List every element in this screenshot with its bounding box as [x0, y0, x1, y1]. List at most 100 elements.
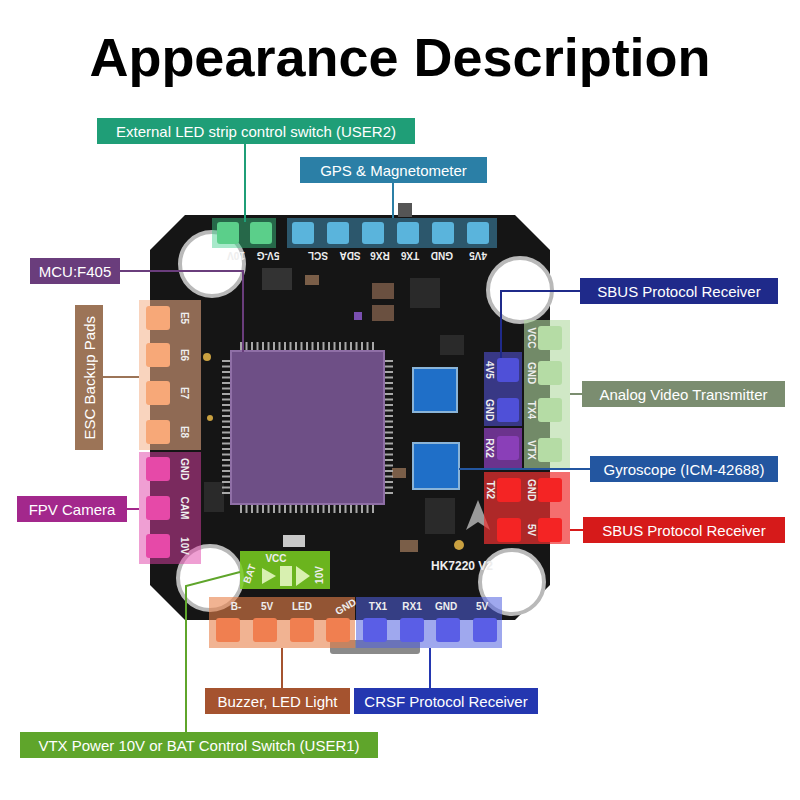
pin-label: GND: [431, 250, 453, 260]
pin-label: GND: [484, 399, 494, 421]
page-title: Appearance Description: [0, 30, 800, 84]
pin-label: SCL: [308, 250, 328, 260]
solder-pad: [400, 618, 424, 642]
pin-label: VCC: [265, 554, 286, 564]
pin-label: SDA: [339, 250, 360, 260]
capacitor: [392, 468, 406, 478]
solder-pad: [146, 381, 170, 405]
regulator-chip: [425, 498, 455, 534]
chip-pins: [222, 360, 230, 496]
callout-text: Analog Video Transmitter: [599, 387, 767, 402]
chip-pins: [240, 342, 376, 350]
callout-text: SBUS Protocol Receiver: [602, 523, 765, 538]
pin-label: 4V5: [484, 361, 494, 379]
test-pad: [203, 353, 211, 361]
crystal: [283, 535, 305, 547]
pad-highlight: [212, 218, 276, 248]
leader-line: [127, 508, 139, 510]
solder-pad: [538, 478, 562, 502]
pin-label: B-: [231, 602, 242, 612]
solder-pad: [326, 618, 350, 642]
pin-label: TX1: [369, 602, 387, 612]
pad-highlight: [356, 597, 502, 648]
solder-pad: [362, 222, 384, 244]
callout-box: GPS & Magnetometer: [300, 157, 487, 183]
solder-pad: [253, 618, 277, 642]
callout-box: Gyroscope (ICM-42688): [590, 456, 778, 482]
bridge-pad: [296, 566, 310, 586]
pin-label: E7: [179, 387, 189, 399]
pad-highlight: [139, 300, 201, 450]
boot-switch: [398, 203, 412, 217]
callout-text: GPS & Magnetometer: [320, 163, 467, 178]
solder-pad: [497, 398, 519, 422]
pin-label: GND: [526, 479, 536, 501]
leader-line: [103, 376, 139, 378]
test-pad: [207, 415, 213, 421]
leader-line: [501, 291, 580, 358]
solder-pad: [432, 222, 454, 244]
callout-box: FPV Camera: [17, 496, 127, 522]
pad-highlight: [139, 452, 201, 564]
callout-box: Buzzer, LED Light: [205, 688, 350, 714]
mcu-chip: [231, 351, 384, 504]
bridge-pad: [262, 568, 276, 584]
regulator-chip: [410, 278, 440, 308]
leader-line: [244, 144, 246, 222]
pad-highlight: [484, 472, 570, 544]
leader-line: [281, 648, 283, 688]
callout-text: SBUS Protocol Receiver: [597, 284, 760, 299]
status-led: [354, 312, 362, 320]
solder-pad: [538, 438, 562, 462]
pin-label: 5V: [526, 524, 536, 536]
solder-pad: [146, 420, 170, 444]
pin-label: 10V: [179, 537, 189, 555]
solder-pad: [538, 326, 562, 350]
callout-box: ESC Backup Pads: [75, 305, 103, 450]
pin-label: 5V: [476, 602, 488, 612]
pin-label: TX2: [485, 481, 495, 499]
capacitor: [305, 275, 319, 285]
solder-pad: [250, 222, 272, 244]
leader-line: [429, 648, 431, 688]
pad-highlight: [287, 218, 497, 248]
board-name: HK7220 V2: [431, 560, 493, 572]
gyro-chip: [413, 443, 459, 489]
solder-pad: [327, 222, 349, 244]
pin-label: CAM: [179, 497, 189, 520]
pin-label: GND: [435, 602, 457, 612]
gyro-chip: [413, 368, 457, 412]
pin-label: RX6: [370, 250, 389, 260]
solder-pad: [538, 398, 562, 422]
solder-pad: [146, 457, 170, 481]
pin-label: RX2: [484, 438, 494, 457]
callout-box: CRSF Protocol Receiver: [354, 688, 538, 714]
pin-label: TX4: [526, 401, 536, 419]
solder-pad: [497, 358, 519, 382]
pin-label: VTX: [526, 440, 536, 459]
pad-highlight: [484, 352, 522, 426]
pin-label: VCC: [526, 327, 536, 348]
smd-component: [262, 268, 292, 290]
smd-component: [440, 335, 464, 355]
test-pad: [454, 540, 464, 550]
solder-pad: [363, 618, 387, 642]
solder-pad: [397, 222, 419, 244]
pin-label: RX1: [402, 602, 421, 612]
solder-pad: [497, 518, 521, 542]
callout-box: MCU:F405: [30, 258, 120, 284]
callout-text: VTX Power 10V or BAT Control Switch (USE…: [38, 738, 359, 753]
pin-label: LED: [292, 602, 312, 612]
callout-text: CRSF Protocol Receiver: [364, 694, 527, 709]
pin-label: 10V: [227, 250, 245, 260]
solder-pad: [436, 618, 460, 642]
pin-label: E5: [179, 312, 189, 324]
chip-pins: [240, 505, 376, 513]
pad-highlight: [240, 551, 330, 589]
capacitor: [372, 305, 394, 321]
solder-pad: [290, 618, 314, 642]
leader-line: [570, 529, 583, 531]
smd-component: [204, 482, 224, 512]
leader-line: [459, 468, 590, 470]
pin-label: E6: [179, 349, 189, 361]
